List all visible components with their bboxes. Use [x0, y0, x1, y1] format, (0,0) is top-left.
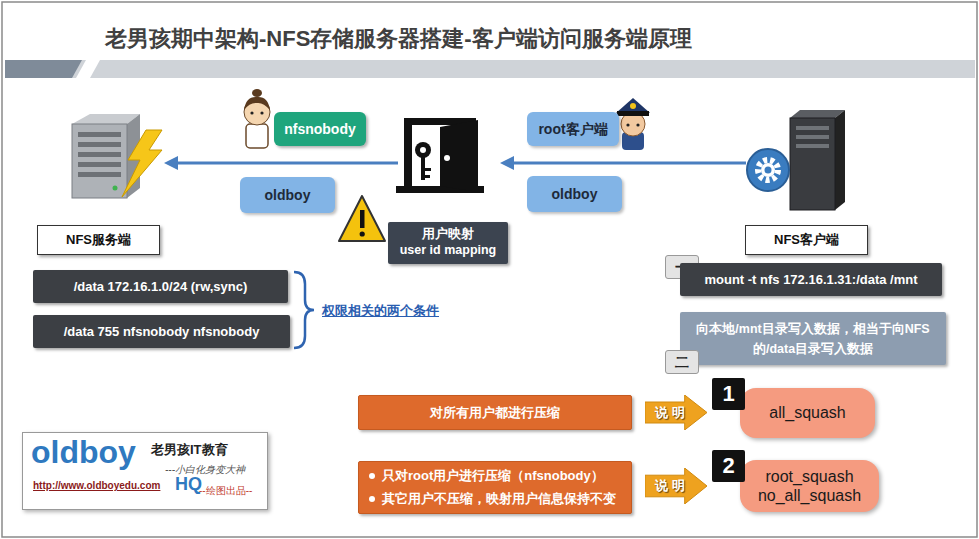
doll-icon — [244, 89, 270, 148]
explain-box: 对所有用户都进行压缩 — [358, 395, 632, 430]
explain-box: 只对root用户进行压缩（nfsnobody）其它用户不压缩，映射用户信息保持不… — [358, 461, 632, 514]
annotation-label: 权限相关的两个条件 — [322, 302, 439, 320]
bullet-text: 只对root用户进行压缩（nfsnobody） — [382, 465, 604, 488]
node-text: all_squash — [769, 403, 846, 422]
option-box: all_squash — [740, 388, 875, 438]
brace — [294, 272, 314, 348]
command-box: /data 172.16.1.0/24 (rw,sync) — [33, 270, 288, 303]
node-text: 2 — [722, 453, 734, 479]
logo-text: --绘图出品-- — [199, 485, 252, 496]
callout-number: 2 — [712, 450, 745, 482]
host-label: NFS客户端 — [745, 225, 868, 255]
node-text: root_squash no_all_squash — [748, 467, 871, 505]
bullet-text: 其它用户不压缩，映射用户信息保持不变 — [382, 488, 616, 511]
logo-text: http://www.oldboyedu.com — [33, 480, 160, 491]
logo-text: oldboy — [31, 435, 136, 470]
arrow-tag: 说 明 — [645, 395, 707, 430]
node-text: 说 明 — [655, 478, 685, 494]
title-band-accent — [5, 60, 82, 78]
logo-box: oldboy 老男孩IT教育 ---小白化身变大神 http://www.oldboy… — [22, 432, 268, 510]
command-box: mount -t nfs 172.16.1.31:/data /mnt — [680, 263, 942, 296]
warning-icon — [339, 196, 385, 241]
node-text: 向本地/mnt目录写入数据，相当于向NFS 的/data目录写入数据 — [688, 319, 938, 359]
node-text: /data 172.16.1.0/24 (rw,sync) — [74, 279, 248, 295]
flow-arrow — [164, 156, 746, 170]
police-icon — [616, 98, 650, 150]
node-text: /data 755 nfsnobody nfsnobody — [64, 324, 260, 340]
node-text: mount -t nfs 172.16.1.31:/data /mnt — [704, 272, 917, 288]
diagram-title: 老男孩期中架构-NFS存储服务器搭建-客户端访问服务端原理 — [105, 24, 692, 54]
node-text: user id mapping — [400, 243, 497, 259]
node-text: root客户端 — [538, 121, 607, 138]
mapping-box: 用户映射user id mapping — [388, 222, 508, 264]
node-text: oldboy — [552, 186, 598, 203]
note-box: 向本地/mnt目录写入数据，相当于向NFS 的/data目录写入数据 — [680, 312, 946, 365]
bullet-dot — [369, 473, 375, 479]
node-text: 二 — [675, 354, 689, 371]
lightning-symbol — [122, 130, 162, 197]
node-text: 用户映射 — [400, 227, 497, 243]
user-box: oldboy — [527, 176, 622, 212]
title-band — [5, 60, 975, 78]
node-text: 对所有用户都进行压缩 — [430, 405, 560, 421]
logo-text: 老男孩IT教育 — [151, 443, 228, 457]
node-text: 说 明 — [655, 405, 685, 421]
user-box: root客户端 — [527, 112, 619, 146]
step-tab: 二 — [665, 350, 699, 374]
node-text: nfsnobody — [284, 121, 356, 138]
command-box: /data 755 nfsnobody nfsnobody — [33, 315, 290, 348]
arrow-tag: 说 明 — [645, 468, 707, 504]
bullet-dot — [369, 496, 375, 502]
door-icon — [396, 118, 484, 193]
callout-number: 1 — [712, 378, 745, 410]
node-text: NFS客户端 — [774, 232, 839, 248]
logo-text: HQ — [175, 475, 202, 495]
option-box: root_squash no_all_squash — [740, 460, 879, 512]
logo-text: ---小白化身变大神 — [165, 464, 245, 475]
user-box: nfsnobody — [274, 112, 366, 146]
node-text: oldboy — [265, 187, 311, 204]
title-band-slash — [76, 60, 100, 78]
user-box: oldboy — [240, 177, 335, 213]
client-server-icon — [747, 110, 845, 210]
host-label: NFS服务端 — [37, 225, 160, 255]
node-text: 1 — [722, 381, 734, 407]
node-text: NFS服务端 — [66, 232, 131, 248]
